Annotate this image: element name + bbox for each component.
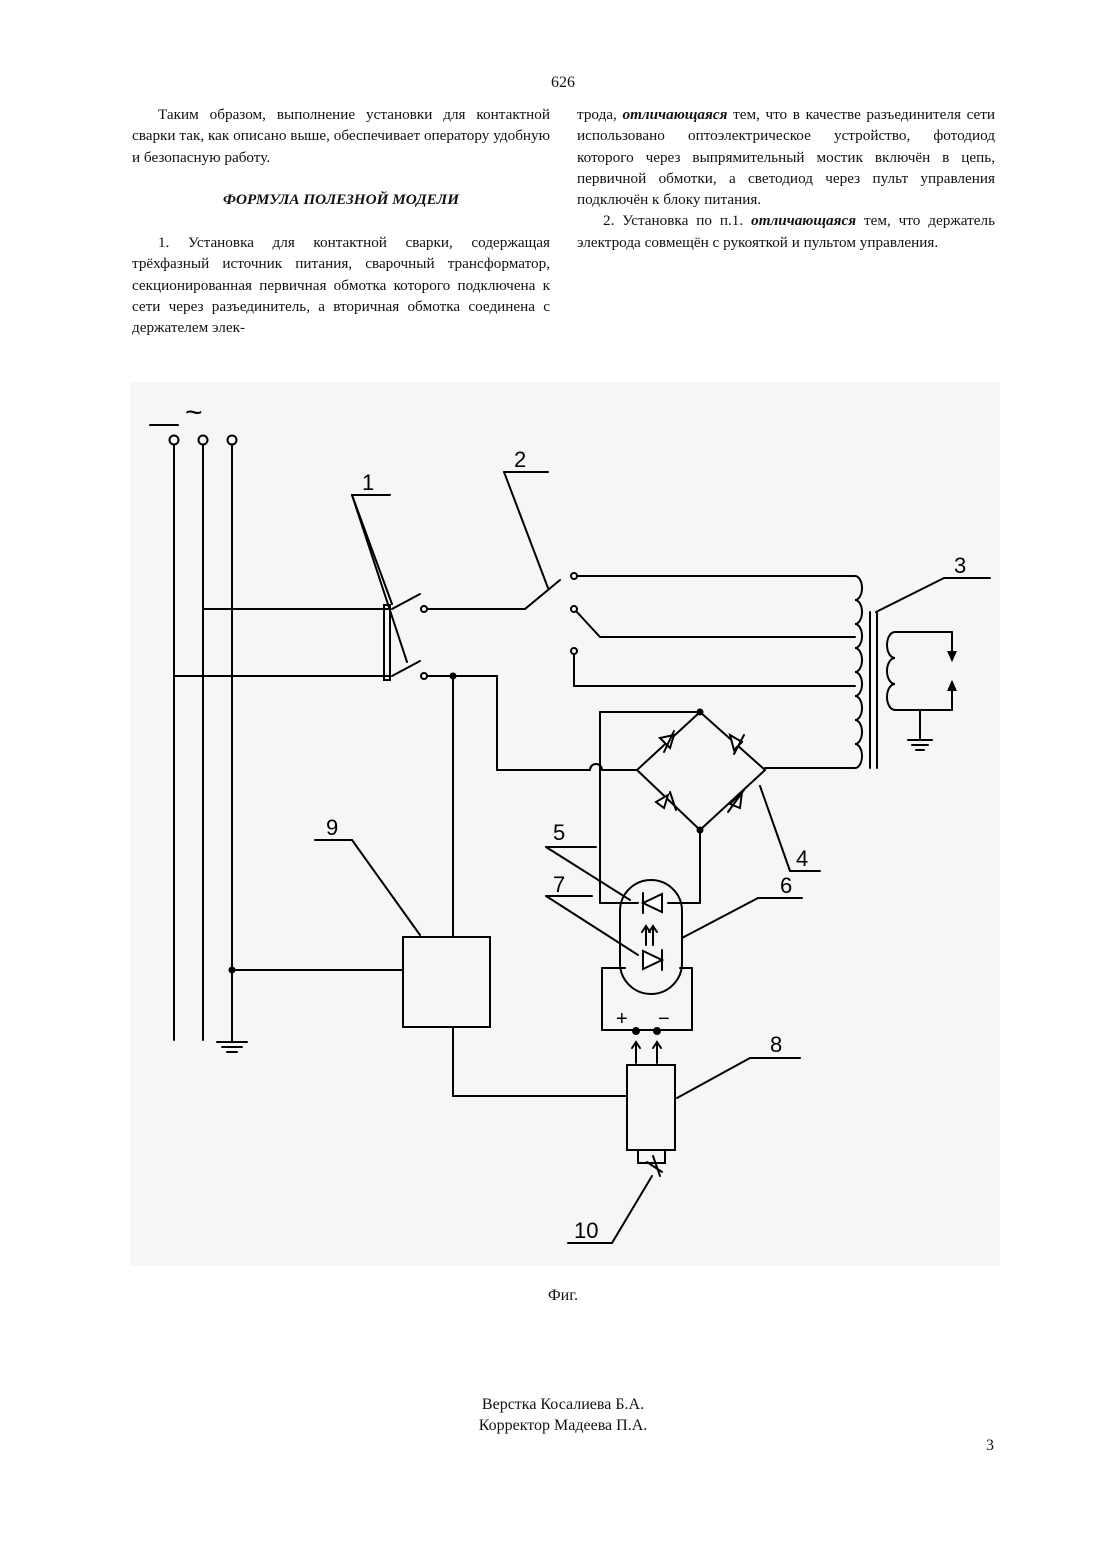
left-column: Таким образом, выполнение установки для … — [132, 104, 550, 339]
label-10: 10 — [574, 1218, 598, 1243]
bridge-node-bottom — [698, 828, 703, 833]
label-2: 2 — [514, 447, 526, 472]
claim-1-paragraph: 1. Установка для контактной сварки, соде… — [132, 232, 550, 338]
label-4: 4 — [796, 846, 808, 871]
minus-sign: − — [658, 1008, 670, 1030]
label-5: 5 — [553, 820, 565, 845]
intro-paragraph: Таким образом, выполнение установки для … — [132, 104, 550, 168]
block-9-node — [230, 968, 235, 973]
label-9: 9 — [326, 815, 338, 840]
right-column: трода, отличающаяся тем, что в качестве … — [577, 104, 995, 253]
ac-symbol: ~ — [185, 396, 203, 429]
label-3: 3 — [954, 553, 966, 578]
figure-caption: Фиг. — [0, 1287, 1100, 1305]
label-6: 6 — [780, 873, 792, 898]
claim-2-emphasis: отличающаяся — [751, 212, 856, 229]
bridge-node-top — [698, 710, 703, 715]
label-1: 1 — [362, 470, 374, 495]
plus-sign: + — [616, 1008, 628, 1030]
claim-1-emphasis: отличающаяся — [622, 106, 727, 123]
circuit-figure: ~ 1 2 3 4 5 6 7 8 9 10 + − — [130, 382, 1000, 1266]
claim-2-paragraph: 2. Установка по п.1. отличающаяся тем, ч… — [577, 210, 995, 253]
section-heading: ФОРМУЛА ПОЛЕЗНОЙ МОДЕЛИ — [132, 189, 550, 210]
claim-2-start: 2. Установка по п.1. — [603, 212, 743, 229]
label-7: 7 — [553, 872, 565, 897]
layout-credit: Верстка Косалиева Б.А. — [0, 1394, 1100, 1415]
corrector-credit: Корректор Мадеева П.А. — [0, 1415, 1100, 1436]
terminal-plus — [633, 1028, 639, 1034]
claim-1-continuation-start: трода, — [577, 106, 617, 123]
claim-1-continuation: трода, отличающаяся тем, что в качестве … — [577, 104, 995, 210]
circuit-diagram: ~ 1 2 3 4 5 6 7 8 9 10 + − — [130, 382, 1000, 1266]
page-number-bottom: 3 — [986, 1437, 994, 1455]
page-number-top: 626 — [0, 74, 1100, 92]
label-8: 8 — [770, 1032, 782, 1057]
credits: Верстка Косалиева Б.А. Корректор Мадеева… — [0, 1394, 1100, 1436]
